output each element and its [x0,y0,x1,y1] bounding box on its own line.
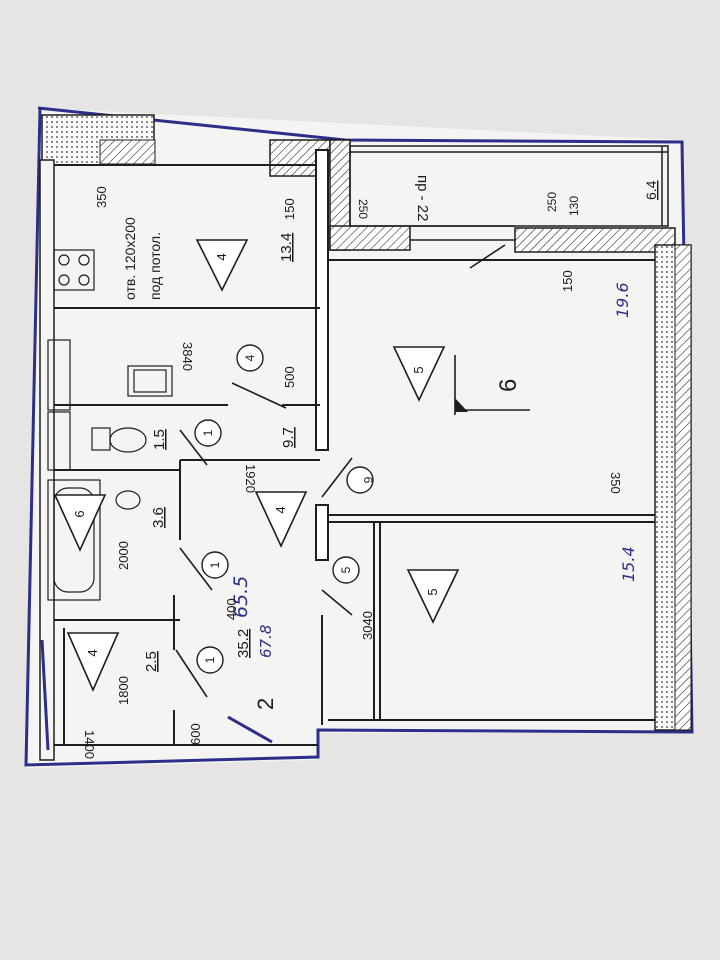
interior-walls [54,149,655,746]
finish-code-top-left: 4 [214,253,229,260]
dim-500: 500 [282,366,297,388]
room-number: 6 [495,379,522,392]
dim-3040: 3040 [360,611,375,640]
dim-400: 400 [224,598,239,620]
finish-code-small-room: 5 [425,588,440,595]
hall-circle-6: 6 [361,477,375,484]
room-count: 2 [253,698,278,710]
finish-code-storage: 4 [85,649,100,656]
outer-outline [24,106,694,767]
dim-350-top-left: 350 [94,186,109,208]
bath-circle: 1 [208,561,222,568]
dim-1920: 1920 [243,464,258,493]
area-storage: 2.5 [143,651,160,672]
hall-circle-5: 5 [339,566,353,573]
dim-130: 130 [567,196,581,216]
bathtub [47,479,141,601]
living-area: 35.2 [235,629,252,658]
dim-2000: 2000 [116,541,131,570]
area-wc: 1.5 [151,429,168,450]
dim-3840: 3840 [180,342,195,371]
dim-600: 600 [188,723,203,745]
sink [127,365,173,397]
finish-code-bath: 6 [72,510,87,517]
loggia-area: 6.4 [643,180,659,200]
dim-1800: 1800 [116,676,131,705]
finish-code-big-room: 5 [411,366,426,373]
opening-note-1: отв. 120х200 [122,217,138,300]
dim-150-big-room: 150 [560,270,575,292]
dim-150-top-left: 150 [282,198,297,220]
dim-1400: 1400 [82,730,97,759]
toilet [91,427,147,453]
opening-note-2: под потол. [147,232,163,300]
hand-total-area: 65.5 [230,576,252,618]
loggia-label: пр - 22 [414,175,431,221]
area-big-room: 19.6 [613,282,632,318]
dim-250-left: 250 [356,199,370,219]
loggia [349,145,669,241]
area-small-room: 15.4 [619,546,638,582]
paper-sheet [26,108,690,768]
wc-circle: 1 [201,429,215,436]
dim-350-big-room: 350 [608,472,623,494]
pen-marks [40,639,273,751]
area-hall: 9.7 [280,427,297,448]
finish-triangles [53,239,460,692]
section-arrow [454,355,530,415]
entry-circle: 1 [203,656,217,663]
area-bath: 3.6 [150,507,167,528]
door-swings [175,244,506,698]
hall-circle-4: 4 [243,354,257,361]
kitchen-stove [53,249,95,291]
wall-niches [47,339,71,471]
area-top-left: 13.4 [278,233,295,262]
total-area: 67.8 [257,625,275,658]
circle-markers [194,344,374,674]
finish-code-hall: 4 [273,506,288,513]
dim-250-right: 250 [545,192,559,212]
